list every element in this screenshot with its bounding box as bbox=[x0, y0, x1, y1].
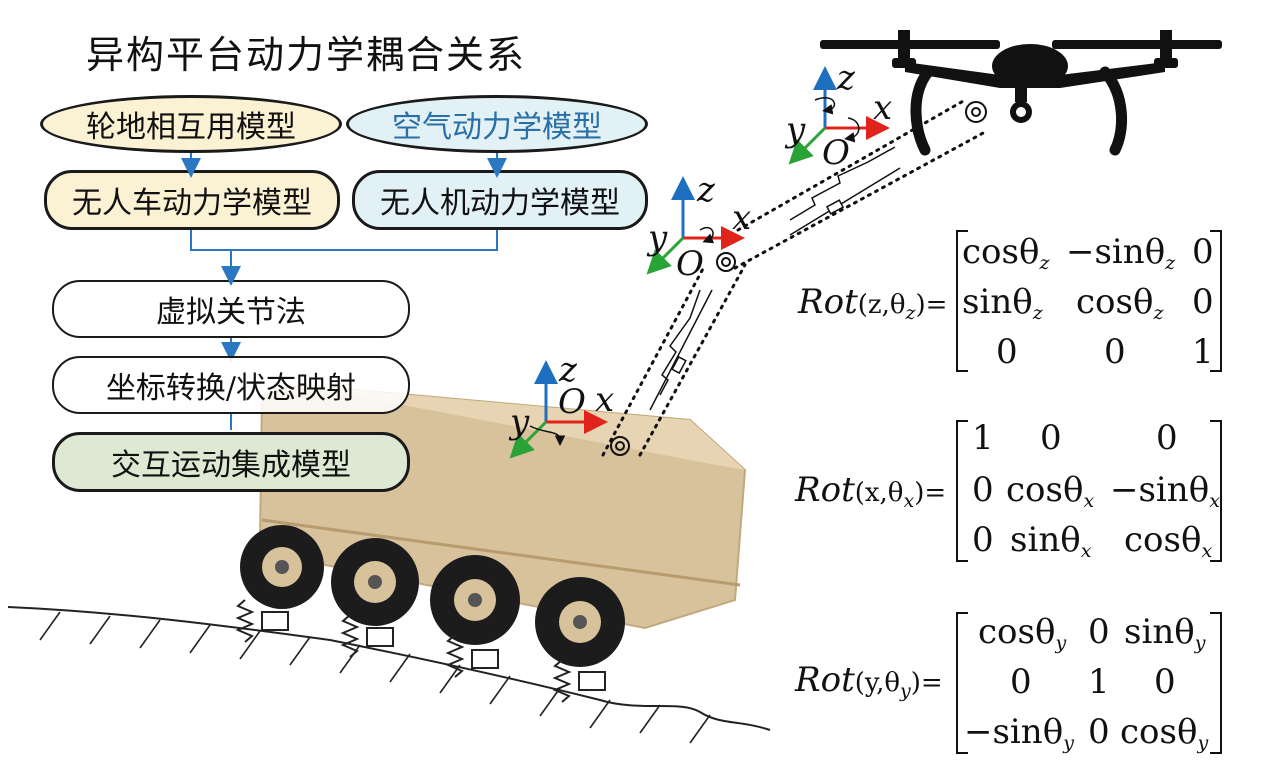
uav-dynamics-model-box: 无人机动力学模型 bbox=[352, 170, 648, 230]
virtual-joint-method-box: 虚拟关节法 bbox=[52, 280, 410, 338]
suspension-springs bbox=[235, 599, 606, 703]
diagram-title: 异构平台动力学耦合关系 bbox=[86, 33, 527, 77]
axis-z-label: z bbox=[559, 350, 577, 390]
matrix-cell: 0 bbox=[972, 520, 994, 560]
frame-drone bbox=[788, 66, 890, 165]
matrix-cell: 1 bbox=[972, 418, 994, 458]
axis-y-label: y bbox=[510, 402, 530, 442]
wheel bbox=[535, 577, 625, 667]
matrix-cell: −sinθx bbox=[1110, 470, 1220, 512]
axis-x-label: x bbox=[732, 198, 752, 238]
flow-arrows bbox=[181, 153, 507, 430]
wheel bbox=[331, 538, 419, 626]
matrix-cell: 0 bbox=[1088, 612, 1110, 652]
matrix-cell: sinθx bbox=[1010, 520, 1092, 562]
virtual-joint-links bbox=[601, 98, 987, 457]
aerodynamics-model-box: 空气动力学模型 bbox=[346, 95, 648, 153]
matrix-cell: 0 bbox=[1104, 332, 1126, 372]
matrix-cell: 0 bbox=[1154, 662, 1176, 702]
link-springs bbox=[649, 146, 901, 411]
axis-z-label: z bbox=[697, 170, 715, 210]
matrix-cell: 0 bbox=[1156, 418, 1178, 458]
matrix-cell: cosθz bbox=[1076, 282, 1164, 324]
axis-x-label: x bbox=[595, 380, 615, 420]
axis-y-label: y bbox=[648, 218, 668, 258]
matrix-cell: 0 bbox=[996, 332, 1018, 372]
terrain bbox=[7, 606, 771, 744]
matrix-cell: 0 bbox=[972, 470, 994, 510]
matrix-cell: 0 bbox=[1192, 282, 1214, 322]
matrix-cell: cosθx bbox=[1124, 520, 1213, 562]
matrix-cell: sinθy bbox=[1124, 612, 1206, 654]
matrix-cell: −sinθy bbox=[964, 712, 1074, 754]
matrix-cell: 0 bbox=[1192, 232, 1214, 272]
frame-joint bbox=[646, 176, 745, 275]
matrix-cell: sinθz bbox=[962, 282, 1043, 324]
matrix-y-label: Rot(y,θy)= bbox=[795, 660, 943, 702]
origin-label: O bbox=[822, 133, 850, 173]
matrix-cell: 0 bbox=[1088, 712, 1110, 752]
matrix-cell: −sinθz bbox=[1066, 232, 1176, 274]
matrix-cell: 1 bbox=[1192, 332, 1214, 372]
matrix-cell: cosθz bbox=[962, 232, 1050, 274]
coordinate-transform-box: 坐标转换/状态映射 bbox=[52, 356, 410, 414]
matrix-cell: 1 bbox=[1088, 662, 1110, 702]
wheel-ground-model-box: 轮地相互用模型 bbox=[40, 95, 342, 153]
matrix-cell: 0 bbox=[1010, 662, 1032, 702]
joint-markers bbox=[610, 101, 987, 456]
frame-ground bbox=[509, 360, 608, 459]
wheel bbox=[240, 525, 324, 609]
matrix-z-label: Rot(z,θz)= bbox=[798, 282, 948, 324]
matrix-cell: 0 bbox=[1040, 418, 1062, 458]
wheel bbox=[430, 555, 520, 645]
matrix-cell: cosθx bbox=[1006, 470, 1095, 512]
axis-z-label: z bbox=[837, 58, 855, 98]
axis-y-label: y bbox=[786, 110, 806, 150]
matrix-cell: cosθy bbox=[978, 612, 1067, 654]
origin-label: O bbox=[558, 382, 586, 422]
ugv-dynamics-model-box: 无人车动力学模型 bbox=[44, 170, 340, 230]
origin-label: O bbox=[676, 244, 704, 284]
interaction-motion-model-box: 交互运动集成模型 bbox=[52, 432, 410, 492]
matrix-x-label: Rot(x,θx)= bbox=[795, 470, 947, 512]
uav-drone bbox=[820, 30, 1222, 156]
matrix-cell: cosθy bbox=[1120, 712, 1209, 754]
axis-x-label: x bbox=[873, 88, 893, 128]
